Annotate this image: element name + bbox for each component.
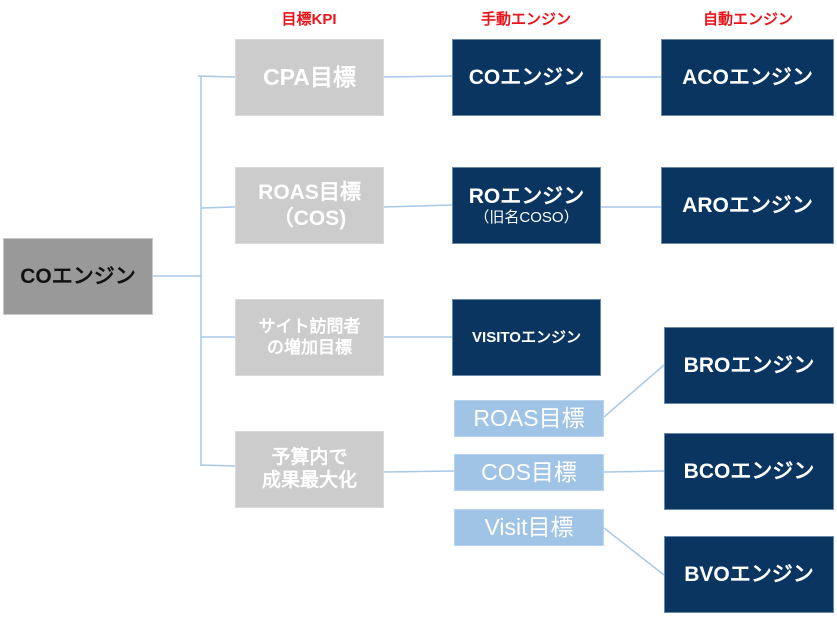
auto-aro-engine: AROエンジン xyxy=(661,167,834,244)
goal-cos: COS目標 xyxy=(454,454,604,491)
connector-visit-goal-to-bvo xyxy=(603,527,665,576)
auto-bco-engine: BCOエンジン xyxy=(664,433,834,510)
kpi-roas-target: ROAS目標 （COS) xyxy=(235,167,384,244)
auto-bvo-engine: BVOエンジン xyxy=(664,536,834,613)
kpi-label-line2: の増加目標 xyxy=(267,337,352,357)
header-kpi: 目標KPI xyxy=(281,11,337,28)
goal-visit: Visit目標 xyxy=(454,509,604,546)
manual-visito-engine: VISITOエンジン xyxy=(452,299,601,376)
kpi-label-line2: 成果最大化 xyxy=(261,469,357,491)
goal-label: ROAS目標 xyxy=(473,404,585,431)
kpi-label-line1: サイト訪問者 xyxy=(258,317,361,337)
engine-label: COエンジン xyxy=(468,65,585,89)
kpi-budget-maximize: 予算内で 成果最大化 xyxy=(235,431,384,508)
engine-label: VISITOエンジン xyxy=(472,328,581,346)
root-label: COエンジン xyxy=(20,264,136,288)
kpi-label-line1: 予算内で xyxy=(271,446,348,468)
auto-bro-engine: BROエンジン xyxy=(664,327,834,404)
engine-label: ROエンジン xyxy=(468,184,585,208)
connector-roas-to-ro xyxy=(383,204,453,208)
connector-cpa-to-co xyxy=(383,75,453,78)
header-manual-engine: 手動エンジン xyxy=(480,11,571,28)
engine-label: BCOエンジン xyxy=(683,459,815,483)
connector-budget-to-cos xyxy=(383,470,455,473)
engine-label: BVOエンジン xyxy=(684,562,814,586)
connector-trunk-to-cpa xyxy=(197,75,236,78)
connector-trunk-to-budget xyxy=(200,464,236,467)
kpi-visitor-target: サイト訪問者 の増加目標 xyxy=(235,299,384,376)
header-auto-engine: 自動エンジン xyxy=(702,11,793,28)
goal-roas: ROAS目標 xyxy=(454,400,604,437)
connector-trunk-to-roas xyxy=(200,206,236,209)
kpi-label: CPA目標 xyxy=(263,63,356,90)
engine-label: ACOエンジン xyxy=(682,65,813,89)
kpi-cpa-target: CPA目標 xyxy=(235,39,384,116)
kpi-label-line1: ROAS目標 xyxy=(258,181,361,205)
manual-ro-engine: ROエンジン （旧名COSO） xyxy=(452,167,601,244)
goal-label: Visit目標 xyxy=(484,513,574,540)
goal-label: COS目標 xyxy=(481,458,577,485)
engine-label: BROエンジン xyxy=(683,353,815,377)
engine-former-name: （旧名COSO） xyxy=(474,209,579,227)
engine-label: AROエンジン xyxy=(682,193,813,217)
connector-cos-goal-to-bco xyxy=(603,470,665,473)
root-co-engine: COエンジン xyxy=(3,238,153,315)
auto-aco-engine: ACOエンジン xyxy=(661,39,834,116)
connector-roas-goal-to-bro xyxy=(603,364,665,418)
kpi-label-line2: （COS) xyxy=(272,206,347,230)
manual-co-engine: COエンジン xyxy=(452,39,601,116)
